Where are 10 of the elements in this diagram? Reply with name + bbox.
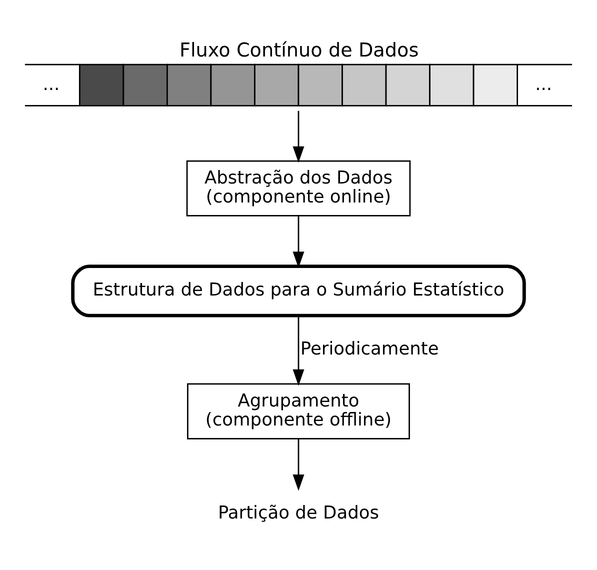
arrow [292,316,304,386]
node-label: Fluxo Contínuo de Dados [180,38,419,62]
node-box: Abstração dos Dados (componente online) [186,160,411,216]
arrow [292,110,304,162]
node-box: Agrupamento (componente offline) [187,382,410,439]
arrow [292,438,304,490]
node-box: Estrutura de Dados para o Sumário Estatístico [71,264,526,317]
node-text: Partição de Dados [218,502,380,524]
arrow [292,216,304,268]
edge-label: Periodicamente [300,338,439,359]
